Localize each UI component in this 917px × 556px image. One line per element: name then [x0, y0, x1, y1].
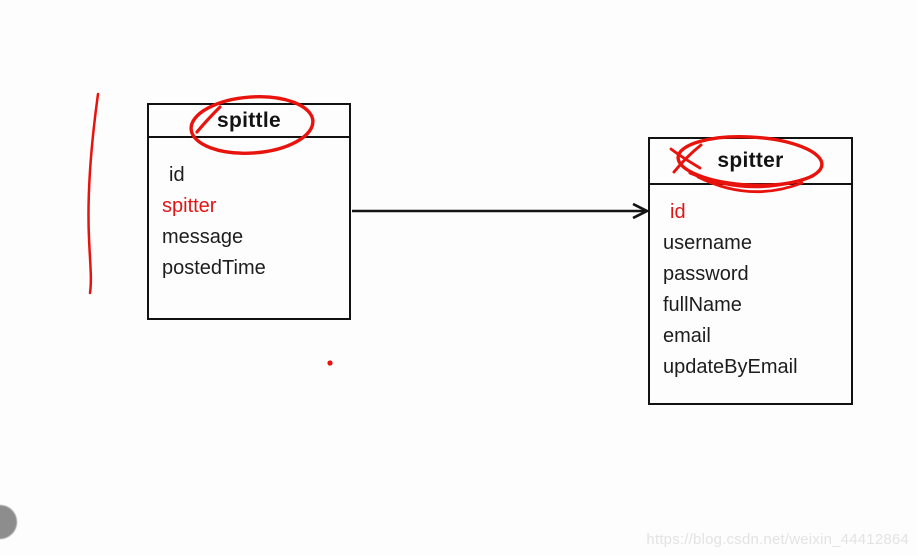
entity-spitter-fields: id username password fullName email upda…: [650, 185, 851, 383]
entity-spitter-title: spitter: [650, 139, 851, 185]
edge-circle-decoration: [0, 505, 17, 539]
field-spittle-message: message: [162, 226, 244, 248]
pen-dot-icon: [327, 360, 333, 366]
field-spitter-username: username: [663, 232, 752, 254]
field-spittle-postedTime: postedTime: [162, 257, 266, 279]
watermark-url: https://blog.csdn.net/weixin_44412864: [646, 531, 909, 548]
entity-spittle-title: spittle: [149, 105, 349, 138]
entity-spittle-fields: id spitter message postedTime: [149, 138, 349, 284]
field-spitter-email: email: [663, 325, 711, 347]
relation-arrow-icon: [352, 202, 650, 220]
pen-vertical-stroke-icon: [87, 92, 100, 295]
field-spitter-updateByEmail: updateByEmail: [663, 356, 798, 378]
field-spitter-id: id: [670, 201, 686, 223]
entity-spittle: spittle id spitter message postedTime: [147, 103, 351, 320]
field-spitter-fullName: fullName: [663, 294, 742, 316]
field-spittle-id: id: [169, 164, 185, 186]
field-spittle-spitter: spitter: [162, 195, 217, 217]
field-spitter-password: password: [663, 263, 749, 285]
entity-spitter: spitter id username password fullName em…: [648, 137, 853, 405]
